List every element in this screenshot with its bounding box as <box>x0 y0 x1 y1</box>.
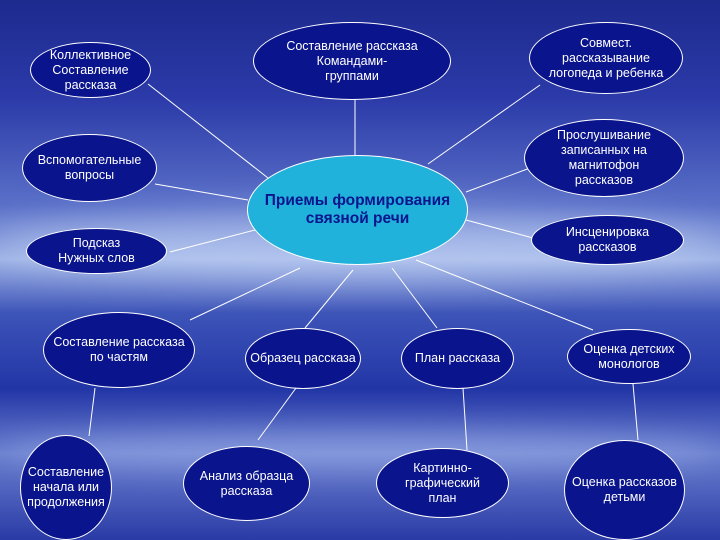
link-beginning-end <box>88 387 96 437</box>
node-word-hint: Подсказ Нужных слов <box>26 228 167 274</box>
link-recordings <box>465 167 531 193</box>
node-children-eval: Оценка рассказов детьми <box>564 440 685 540</box>
link-aux-questions <box>154 183 249 201</box>
link-child-monologues <box>415 259 594 331</box>
link-word-hint <box>169 229 256 253</box>
link-children-eval <box>632 383 639 441</box>
node-collective-story: Коллективное Составление рассказа <box>30 42 151 98</box>
node-group-story: Составление рассказа Командами- группами <box>253 22 451 100</box>
node-joint-story: Совмест. рассказывание логопеда и ребенк… <box>529 22 683 94</box>
node-sample-story: Образец рассказа <box>245 328 361 389</box>
link-sample <box>304 269 354 329</box>
link-by-parts <box>189 267 301 321</box>
node-aux-questions: Вспомогательные вопросы <box>22 134 157 202</box>
node-beginning-end: Составление начала или продолжения <box>20 435 112 540</box>
node-recordings: Прослушивание записанных на магнитофон р… <box>524 119 684 197</box>
node-center-title: Приемы формирования связной речи <box>247 155 468 265</box>
node-child-monologues: Оценка детских монологов <box>567 329 691 384</box>
node-by-parts: Составление рассказа по частям <box>43 312 195 388</box>
link-collective <box>147 83 269 179</box>
node-story-plan: План рассказа <box>401 328 514 389</box>
link-picture-plan <box>462 387 468 451</box>
link-sample-analysis <box>257 387 297 441</box>
link-dramatization <box>465 219 534 239</box>
link-plan <box>391 267 438 329</box>
node-picture-plan: Картинно- графический план <box>376 448 509 518</box>
node-dramatization: Инсценировка рассказов <box>531 215 684 265</box>
link-joint-story <box>427 84 541 165</box>
node-sample-analysis: Анализ образца рассказа <box>183 446 310 521</box>
